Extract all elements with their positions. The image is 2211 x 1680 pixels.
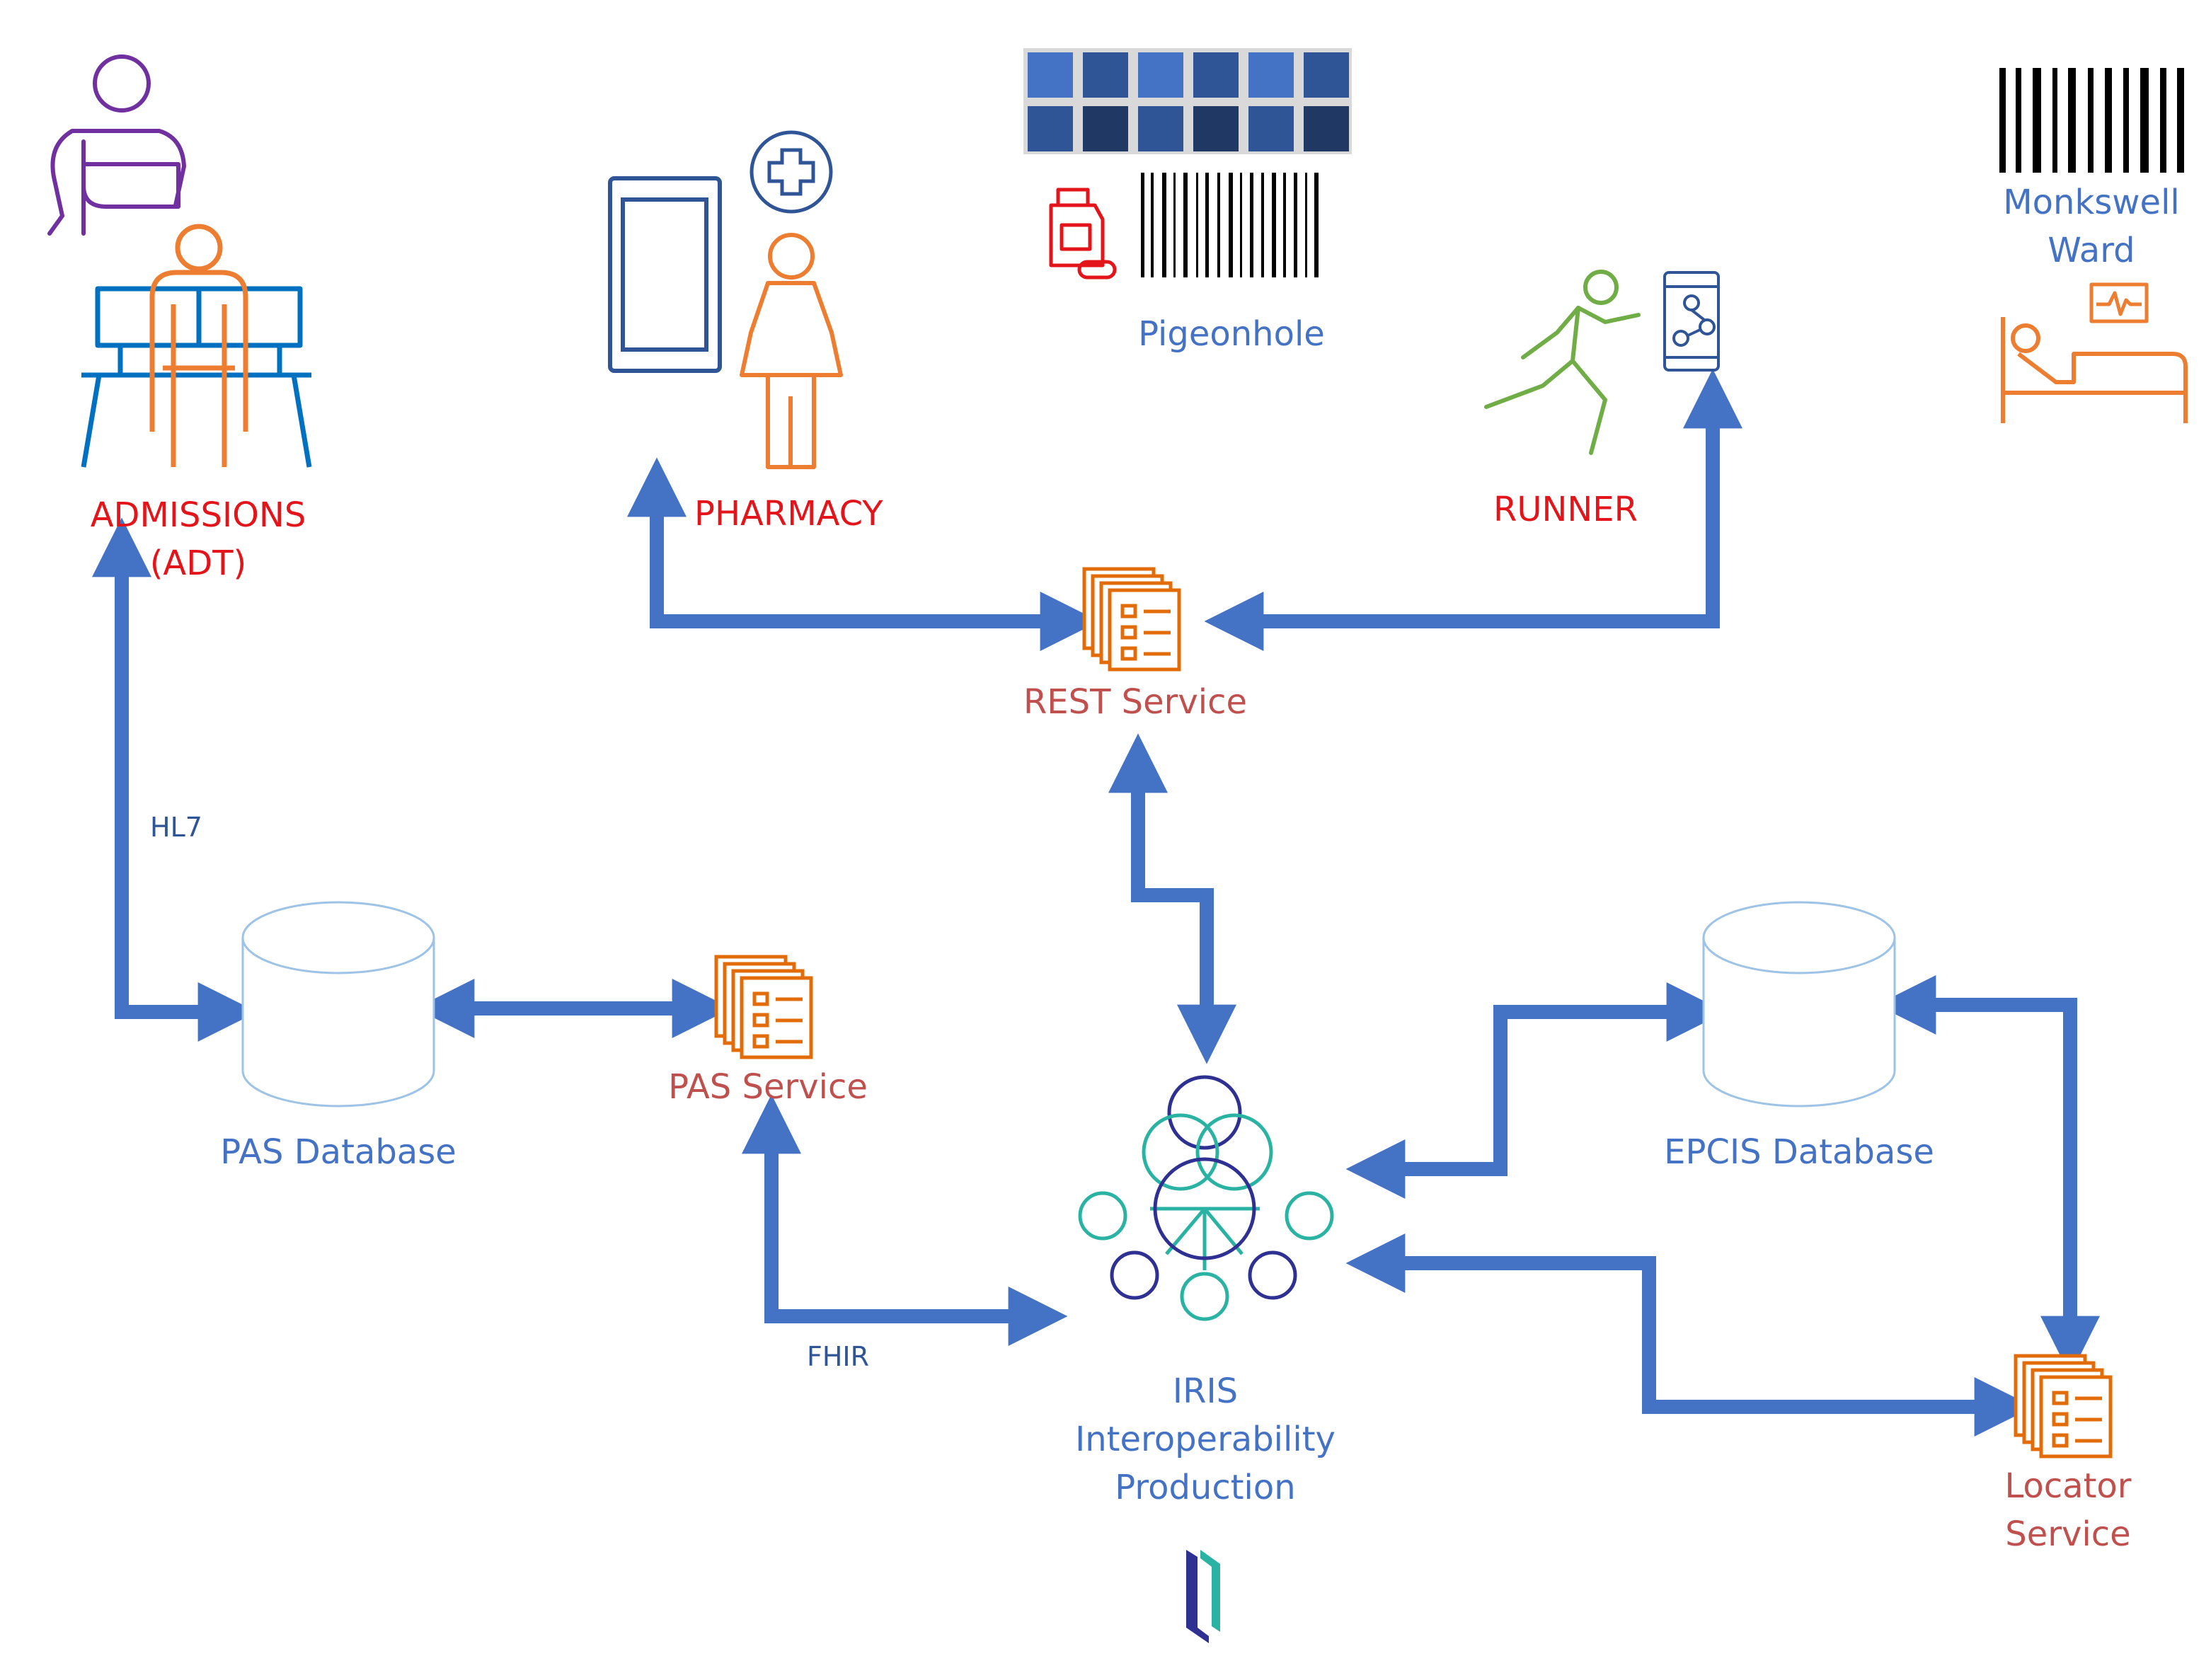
rest-service-icon [1084, 569, 1179, 669]
connectors [92, 369, 2100, 1437]
pas-database-label: PAS Database [220, 1132, 456, 1172]
tablet-icon [608, 176, 722, 373]
pas-service-icon [716, 957, 811, 1057]
pharmacy-label: PHARMACY [694, 494, 883, 534]
medicine-bottle-icon [1049, 188, 1117, 280]
pas-service-label: PAS Service [668, 1067, 868, 1107]
pas-database-icon [241, 901, 435, 1107]
medical-cross-icon [750, 130, 833, 214]
iris-network-icon [1078, 1075, 1334, 1321]
arrow-pas-service-iris [742, 1094, 1068, 1346]
barcode-icon [1141, 173, 1319, 277]
arrow-rest-pharmacy [627, 457, 1100, 651]
arrow-epcis-locator [1876, 975, 2100, 1376]
epcis-database-label: EPCIS Database [1664, 1132, 1934, 1172]
hl7-edge-label: HL7 [150, 812, 202, 843]
locator-service-icon [2016, 1356, 2110, 1456]
ward-label: Monkswell Ward [2003, 183, 2180, 270]
running-person-icon [1484, 270, 1641, 455]
admissions-label: ADMISSIONS (ADT) [90, 495, 306, 583]
locator-service-label: Locator Service [2004, 1466, 2132, 1554]
intersystems-logo-icon [1186, 1550, 1220, 1643]
arrow-iris-epcis-database [1345, 982, 1726, 1199]
patient-sling-icon [47, 54, 186, 236]
epcis-database-icon [1702, 901, 1896, 1107]
heart-monitor-icon [2089, 282, 2149, 323]
fhir-edge-label: FHIR [807, 1341, 870, 1372]
workstation-person-icon [81, 224, 312, 468]
ward-barcode-icon [1999, 68, 2184, 173]
arrow-adt-pas-database [92, 517, 258, 1042]
pharmacist-icon [740, 233, 843, 469]
arrow-rest-iris [1108, 733, 1236, 1064]
arrow-rest-runner [1204, 369, 1742, 651]
iris-label: IRIS Interoperability Production [1075, 1371, 1336, 1507]
rest-service-label: REST Service [1023, 682, 1248, 722]
pigeonhole-grid-icon [1023, 48, 1352, 154]
smartphone-network-icon [1663, 271, 1720, 372]
arrow-iris-locator [1345, 1233, 2034, 1437]
pigeonhole-label: Pigeonhole [1138, 314, 1325, 354]
runner-label: RUNNER [1493, 490, 1638, 529]
hospital-bed-icon [2001, 317, 2188, 423]
